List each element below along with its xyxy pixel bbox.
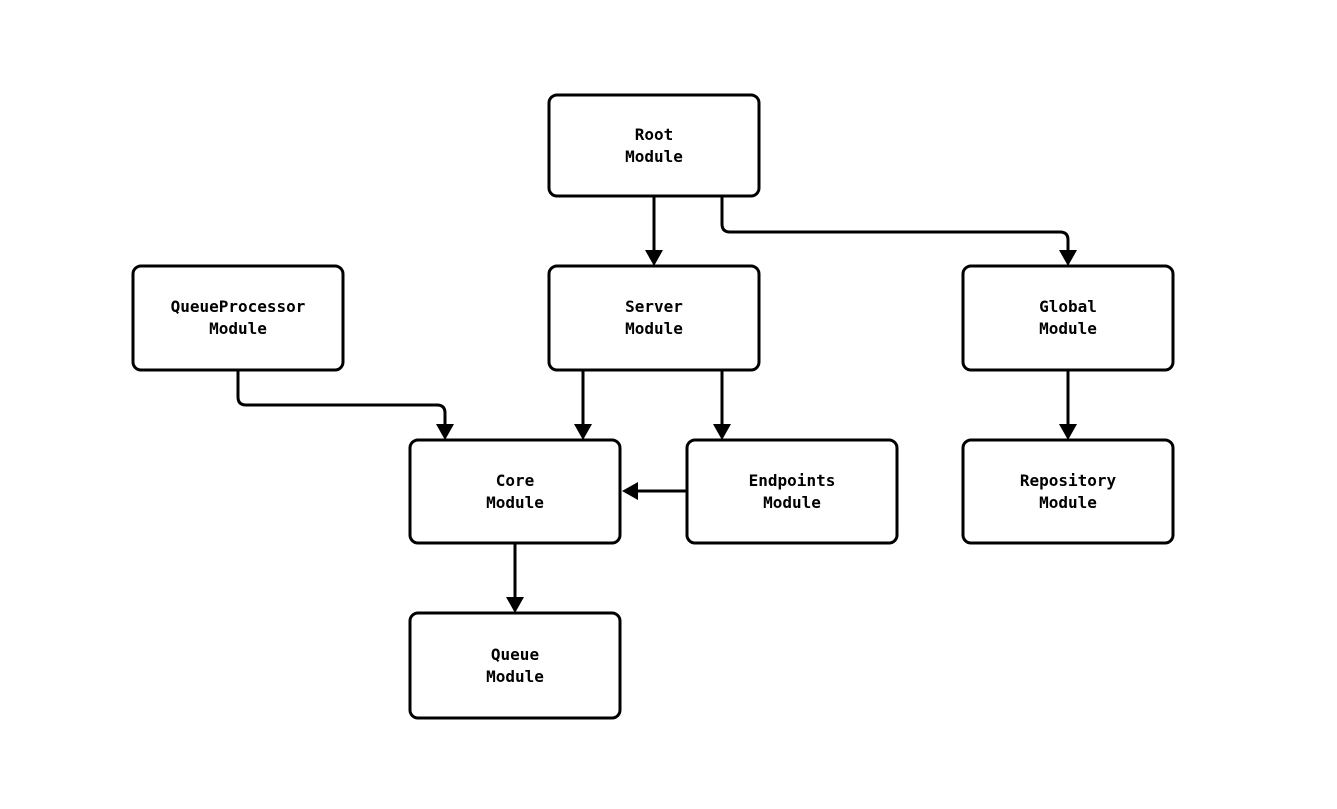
edge-endpoints-to-core — [622, 482, 687, 500]
nodes-layer — [131, 93, 1175, 720]
edge-server-to-endpoints — [713, 370, 731, 440]
edge-root-to-server-arrowhead-icon — [645, 250, 663, 266]
edge-queueprocessor-to-core-line — [236, 370, 447, 427]
edge-global-to-repository-arrowhead-icon — [1059, 424, 1077, 440]
edge-queueprocessor-to-core-arrowhead-icon — [436, 424, 454, 440]
edges-layer — [236, 196, 1077, 613]
edge-root-to-global-arrowhead-icon — [1059, 250, 1077, 266]
edge-server-to-endpoints-arrowhead-icon — [713, 424, 731, 440]
edge-core-to-queue — [506, 543, 524, 613]
edge-root-to-global — [720, 196, 1077, 266]
core-module-node[interactable] — [408, 438, 622, 545]
edge-root-to-global-line — [720, 196, 1070, 253]
edge-server-to-core — [574, 370, 592, 440]
server-module-node[interactable] — [547, 264, 761, 372]
root-module-node[interactable] — [547, 93, 761, 198]
edge-endpoints-to-core-arrowhead-icon — [622, 482, 638, 500]
queue-module-node[interactable] — [408, 611, 622, 720]
edge-root-to-server — [645, 196, 663, 266]
queueprocessor-module-node[interactable] — [131, 264, 345, 372]
edge-core-to-queue-arrowhead-icon — [506, 597, 524, 613]
edge-server-to-core-arrowhead-icon — [574, 424, 592, 440]
edge-queueprocessor-to-core — [236, 370, 454, 440]
repository-module-node[interactable] — [961, 438, 1175, 545]
edge-global-to-repository — [1059, 370, 1077, 440]
endpoints-module-node[interactable] — [685, 438, 899, 545]
global-module-node[interactable] — [961, 264, 1175, 372]
